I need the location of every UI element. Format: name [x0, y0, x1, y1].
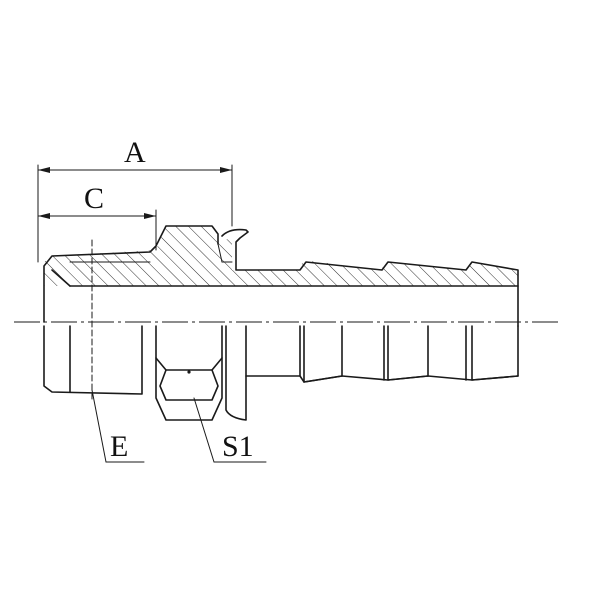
callout-S1: S1: [193, 397, 267, 463]
upper-section-view: [43, 225, 519, 327]
dim-A-arrow-left: [38, 167, 50, 173]
lower-external-view: [43, 325, 519, 421]
bore-chamfer: [51, 269, 71, 287]
barb-shank: [245, 325, 519, 383]
dim-C-arrow-right: [144, 213, 156, 219]
barb-2: [383, 325, 429, 381]
callout-S1-leader: [193, 397, 267, 463]
dim-A-arrow-right: [220, 167, 232, 173]
dim-A-label: A: [124, 136, 146, 169]
barb-3: [465, 325, 519, 381]
dimension-C: C: [37, 182, 157, 251]
callout-E-label: E: [110, 430, 128, 463]
hex-nut-lower-face: [159, 369, 219, 401]
dim-C-arrow-left: [38, 213, 50, 219]
callout-E: E: [91, 239, 145, 463]
collar-outline: [225, 325, 247, 421]
groove-detail: [217, 243, 233, 263]
hex-nut-outline: [155, 325, 223, 421]
callout-E-leader: [91, 389, 145, 463]
thread-end-outline: [43, 325, 143, 395]
callout-S1-label: S1: [222, 430, 254, 463]
dim-C-label: C: [84, 182, 104, 215]
dimension-A: A: [37, 136, 233, 263]
thread-section-hatch: [44, 226, 518, 286]
barb-1: [299, 325, 343, 383]
hex-nut-face: [155, 357, 223, 371]
hex-center-dot: [187, 370, 191, 374]
